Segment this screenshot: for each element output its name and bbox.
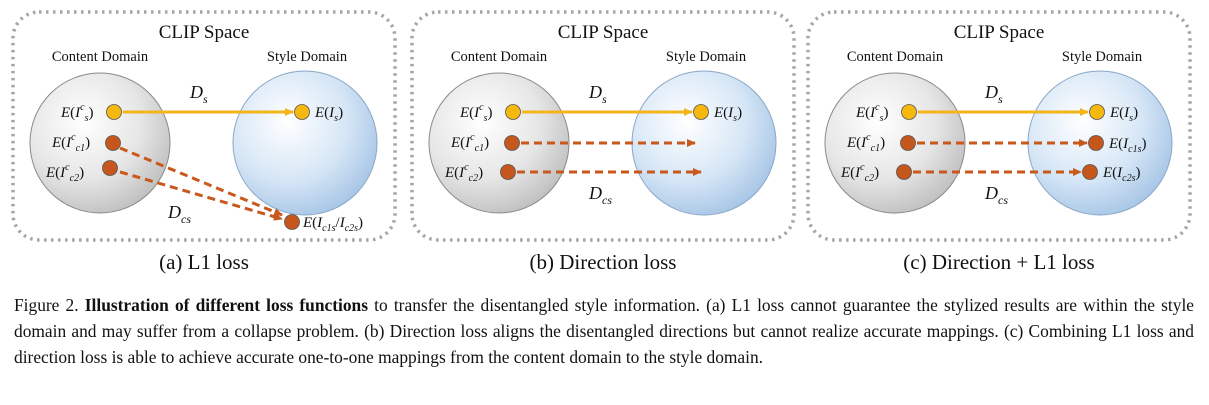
figure-caption: Figure 2. Illustration of different loss… <box>14 292 1194 370</box>
content-style-point <box>901 104 917 120</box>
label-e-is: E(Is) <box>314 105 343 124</box>
label-e-is: E(Is) <box>713 105 742 124</box>
content1-point <box>900 135 916 151</box>
content2-point <box>896 164 912 180</box>
label-e-icc1: E(Icc1) <box>51 132 90 154</box>
label-e-target: E(Ic1s/Ic2s) <box>302 215 363 234</box>
content2-point <box>102 160 118 176</box>
clip-space-title: CLIP Space <box>954 22 1045 43</box>
label-e-icc1: E(Icc1) <box>450 132 489 154</box>
content-domain-label: Content Domain <box>52 49 149 65</box>
c2s-point <box>1082 164 1098 180</box>
style-point <box>693 104 709 120</box>
caption-text: to transfer the disentangled style infor… <box>14 295 1194 367</box>
subcaption: (a) L1 loss <box>159 250 249 274</box>
style-point <box>294 104 310 120</box>
clip-space-title: CLIP Space <box>558 22 649 43</box>
content2-point <box>500 164 516 180</box>
content-domain-label: Content Domain <box>451 49 548 65</box>
subcaption: (c) Direction + L1 loss <box>903 250 1094 274</box>
label-d-cs: Dcs <box>588 183 612 207</box>
content-domain-sphere <box>428 72 570 214</box>
style-domain-sphere <box>232 70 378 216</box>
label-e-ic2s: E(Ic2s) <box>1102 165 1141 184</box>
label-d-cs: Dcs <box>167 202 191 226</box>
label-e-ics: E(Ics) <box>60 102 94 124</box>
clip-space-title: CLIP Space <box>159 22 250 43</box>
label-e-icc2: E(Icc2) <box>45 162 84 184</box>
content1-point <box>105 135 121 151</box>
label-d-s: Ds <box>588 82 607 106</box>
label-e-ics: E(Ics) <box>459 102 493 124</box>
content-domain-sphere <box>29 72 171 214</box>
label-e-icc2: E(Icc2) <box>444 162 483 184</box>
label-e-ics: E(Ics) <box>855 102 889 124</box>
content1-point <box>504 135 520 151</box>
style-domain-label: Style Domain <box>666 49 747 65</box>
style-domain-label: Style Domain <box>1062 49 1143 65</box>
label-d-cs: Dcs <box>984 183 1008 207</box>
content-domain-sphere <box>824 72 966 214</box>
label-d-s: Ds <box>984 82 1003 106</box>
label-e-icc2: E(Icc2) <box>840 162 879 184</box>
label-e-ic1s: E(Ic1s) <box>1108 136 1147 155</box>
content-style-point <box>505 104 521 120</box>
c1s-point <box>1088 135 1104 151</box>
subcaption: (b) Direction loss <box>530 250 677 274</box>
style-point <box>1089 104 1105 120</box>
content2-arrow <box>119 170 283 221</box>
label-e-is: E(Is) <box>1109 105 1138 124</box>
caption-label: Figure 2. <box>14 295 79 315</box>
content1-arrow <box>119 146 283 217</box>
content-domain-label: Content Domain <box>847 49 944 65</box>
caption-bold: Illustration of different loss functions <box>84 295 369 315</box>
target-point <box>284 214 300 230</box>
label-d-s: Ds <box>189 82 208 106</box>
content-style-point <box>106 104 122 120</box>
style-domain-label: Style Domain <box>267 49 348 65</box>
label-e-icc1: E(Icc1) <box>846 132 885 154</box>
